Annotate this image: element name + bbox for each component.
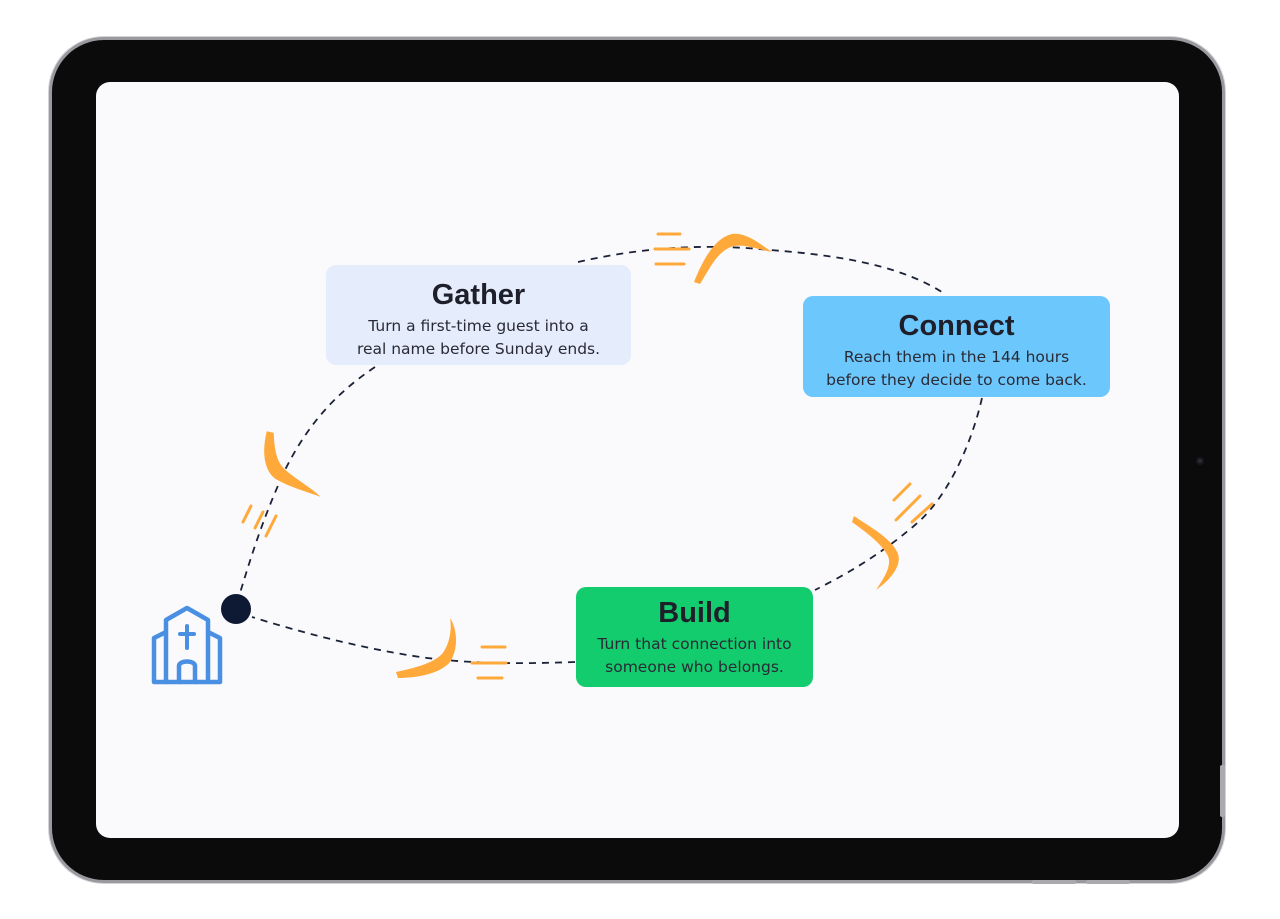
connect-title: Connect <box>898 310 1015 342</box>
connect-description: Reach them in the 144 hours before they … <box>826 348 1087 389</box>
speed-lines-icon <box>241 504 278 538</box>
path-build-to-start <box>251 616 576 665</box>
path-start-to-gather <box>236 364 379 604</box>
front-camera <box>1196 457 1204 465</box>
boomerang-icon <box>694 233 772 284</box>
speed-lines-icon <box>653 232 691 266</box>
boomerang-icon <box>396 618 456 678</box>
gather-card: Gather Turn a first-time guest into a re… <box>326 265 631 365</box>
connect-card: Connect Reach them in the 144 hours befo… <box>803 296 1110 397</box>
boomerang-icon <box>264 431 321 497</box>
cycle-path <box>236 245 983 665</box>
start-dot <box>221 594 251 624</box>
build-title: Build <box>658 597 731 629</box>
path-connect-to-build <box>814 397 983 591</box>
gather-title: Gather <box>431 279 526 311</box>
tablet-top-button-2 <box>1086 880 1130 884</box>
boomerang-icon <box>852 516 899 590</box>
tablet-top-button-1 <box>1032 880 1076 884</box>
path-gather-to-connect <box>577 245 946 295</box>
speed-lines-icon <box>892 482 934 524</box>
church-icon <box>151 605 223 685</box>
build-card: Build Turn that connection into someone … <box>576 587 813 687</box>
tablet-side-button <box>1220 765 1225 817</box>
build-description: Turn that connection into someone who be… <box>597 635 792 676</box>
gather-description: Turn a first-time guest into a real name… <box>356 317 601 358</box>
speed-lines-icon <box>470 645 508 680</box>
